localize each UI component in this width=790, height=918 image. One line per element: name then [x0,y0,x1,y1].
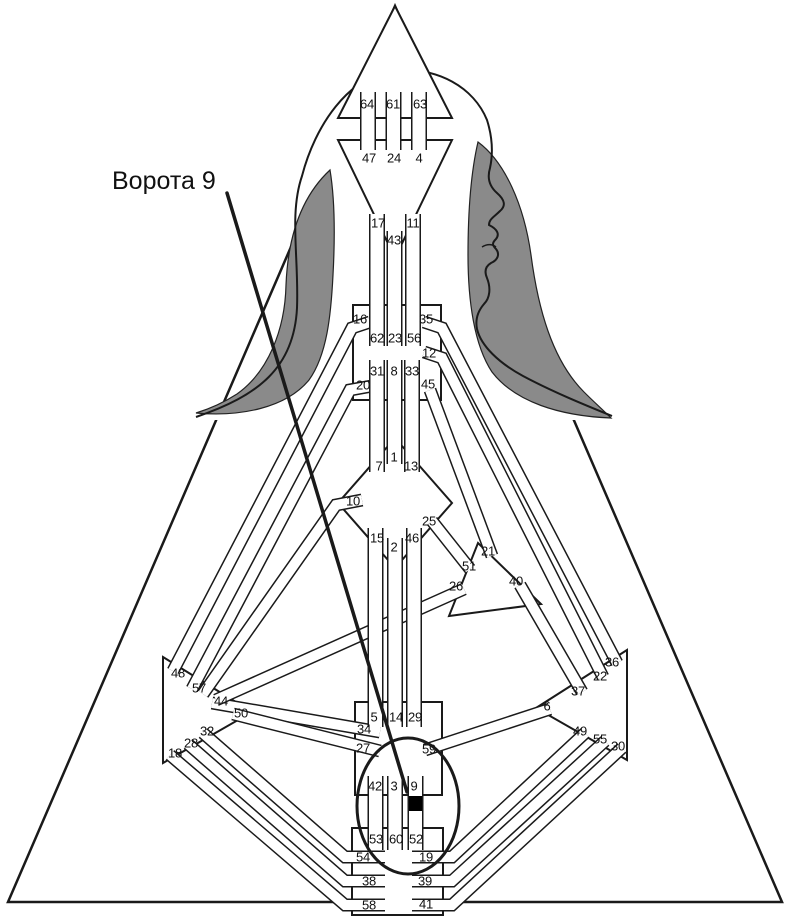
gate-40: 40 [508,573,524,589]
gate-41: 41 [418,896,434,912]
gate-12: 12 [421,345,437,361]
gate-47: 47 [361,150,377,166]
gate-60: 60 [388,831,404,847]
head-outline [195,69,613,418]
gate-20: 20 [355,377,371,393]
gate-29: 29 [407,709,423,725]
gate-9: 9 [410,778,418,794]
gate-58: 58 [361,897,377,913]
gate-32: 32 [199,723,215,739]
hair-right [467,140,613,419]
gate-57: 57 [191,680,207,696]
gate-33: 33 [404,363,420,379]
gate-19: 19 [418,849,434,865]
gate-15: 15 [369,530,385,546]
gate-11: 11 [406,215,420,231]
gate-6: 6 [543,698,551,714]
gate-39: 39 [417,873,433,889]
gate-28: 28 [183,735,199,751]
gate-10: 10 [345,493,361,509]
gate-63: 63 [412,96,428,112]
gate-8: 8 [390,363,398,379]
gate-51: 51 [461,558,477,574]
gate-42: 42 [367,778,383,794]
gate-3: 3 [390,778,398,794]
gate-25: 25 [421,513,437,529]
gate-36: 36 [604,654,620,670]
gate-46: 46 [404,530,420,546]
gate-38: 38 [361,873,377,889]
gate-7: 7 [375,458,383,474]
gate-23: 23 [387,330,403,346]
gate-61: 61 [385,96,401,112]
gate-48: 48 [170,665,186,681]
gate-53: 53 [368,831,384,847]
gate-54: 54 [355,849,371,865]
gate-56: 56 [406,330,422,346]
gate-43: 43 [386,232,402,248]
gate-18: 18 [167,745,183,761]
gate-22: 22 [592,668,608,684]
gate-50: 50 [233,705,249,721]
gate-2: 2 [390,539,398,555]
gate-16: 16 [352,311,368,327]
gate-52: 52 [408,831,424,847]
gate-59: 59 [421,741,437,757]
gate-35: 35 [418,311,434,327]
gate-17: 17 [370,215,386,231]
gate-44: 44 [213,693,229,709]
gate-4: 4 [415,150,423,166]
gate-64: 64 [359,96,375,112]
gate-27: 27 [355,740,371,756]
gate-30: 30 [610,738,626,754]
gate-26: 26 [448,578,464,594]
mouth-line [481,244,497,248]
gate-31: 31 [369,363,385,379]
gate-1: 1 [390,449,398,465]
gate-21: 21 [480,543,496,559]
gate-55: 55 [592,731,608,747]
gate-45: 45 [420,376,436,392]
gate-5: 5 [370,709,378,725]
gate-62: 62 [369,330,385,346]
gate-37: 37 [570,683,586,699]
gate-34: 34 [356,721,372,737]
gate-24: 24 [386,150,402,166]
gate-49: 49 [572,723,588,739]
annotation-label: Ворота 9 [112,167,216,195]
gate-13: 13 [403,458,419,474]
gate-14: 14 [388,709,404,725]
